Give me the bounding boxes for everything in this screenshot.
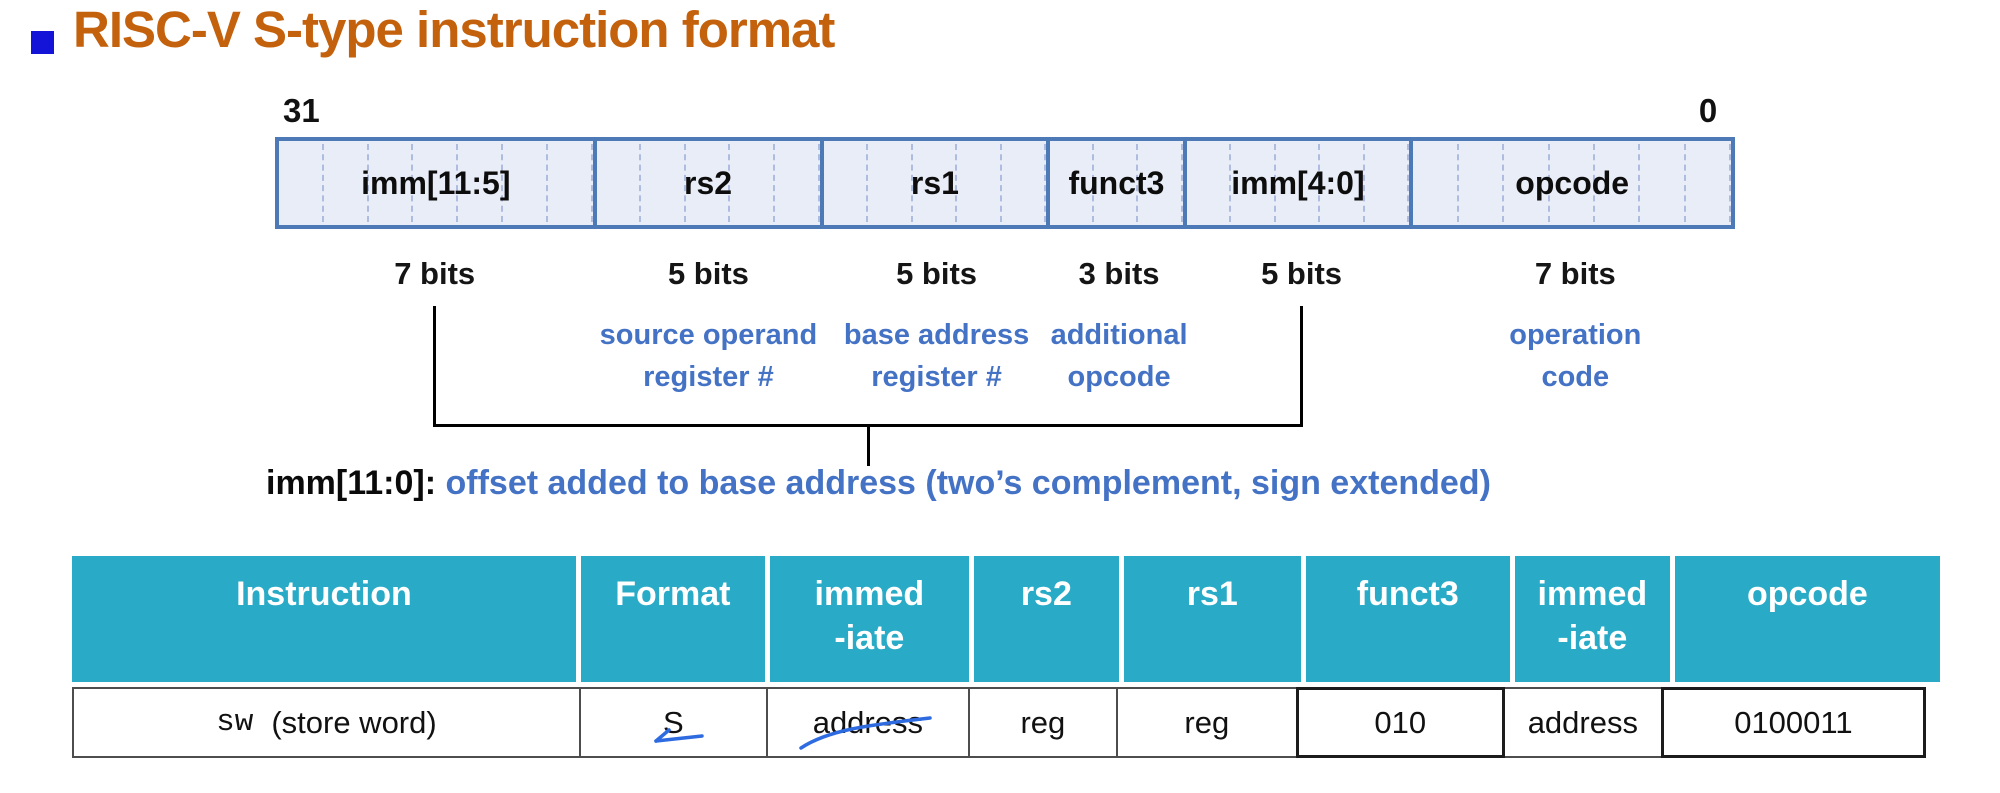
bit-cell xyxy=(1187,144,1232,222)
bit-index-0: 0 xyxy=(1698,92,1718,129)
header-cell-6: immed -iate xyxy=(1515,556,1675,682)
bit-cell xyxy=(1413,144,1459,222)
page-title: RISC-V S-type instruction format xyxy=(73,1,835,58)
header-cell-5: funct3 xyxy=(1306,556,1515,682)
header-cell-1: Format xyxy=(581,556,770,682)
imm-note-text: offset added to base address (two’s comp… xyxy=(436,464,1491,502)
imm-bracket-horizontal xyxy=(433,424,1304,427)
bitfield-field-5: opcode xyxy=(1413,141,1731,225)
bit-cell xyxy=(913,144,958,222)
row-cell-5: 010 xyxy=(1295,687,1505,758)
bitfield-field-1: rs2 xyxy=(597,141,824,225)
bitfield-field-2: rs1 xyxy=(824,141,1051,225)
field-desc-1: source operand register # xyxy=(599,319,818,393)
field-label-0: imm[11:5] xyxy=(361,164,511,201)
header-cell-2: immed -iate xyxy=(770,556,974,682)
bits-label-0: 7 bits xyxy=(394,256,476,291)
bit-cell xyxy=(548,144,593,222)
bits-label-5: 7 bits xyxy=(1534,256,1616,291)
field-desc-5: operation code xyxy=(1509,319,1642,393)
bit-cell xyxy=(1002,144,1047,222)
bit-cell xyxy=(413,144,459,222)
field-label-5: opcode xyxy=(1515,164,1630,201)
row-cell-instruction: sw (store word) xyxy=(72,687,581,758)
bit-cell xyxy=(1640,144,1686,222)
imm-bracket-stem xyxy=(866,427,870,466)
bits-label-4: 5 bits xyxy=(1261,256,1343,291)
header-cell-3: rs2 xyxy=(974,556,1124,682)
bit-index-31: 31 xyxy=(283,92,320,129)
field-label-4: imm[4:0] xyxy=(1231,164,1365,201)
imm-note: imm[11:0]: offset added to base address … xyxy=(266,464,1491,503)
bits-label-1: 5 bits xyxy=(667,256,749,291)
instruction-mnemonic: sw xyxy=(216,705,254,740)
bit-cell xyxy=(1138,144,1183,222)
bit-cell xyxy=(824,144,869,222)
bit-cell xyxy=(597,144,642,222)
bit-cell xyxy=(1459,144,1505,222)
field-label-1: rs2 xyxy=(684,164,733,201)
row-cell-6: address xyxy=(1502,687,1663,758)
field-desc-3: additional opcode xyxy=(1050,319,1188,393)
bit-cell xyxy=(324,144,369,222)
field-desc-2: base address register # xyxy=(843,319,1030,393)
imm-note-label: imm[11:0]: xyxy=(266,464,437,502)
row-cell-4: reg xyxy=(1115,687,1298,758)
bit-cell xyxy=(1595,144,1641,222)
bit-cell xyxy=(1365,144,1410,222)
imm-bracket-right-line xyxy=(1300,306,1304,424)
bit-cell xyxy=(1504,144,1550,222)
instruction-bitfield-diagram: imm[11:5] rs2 rs1 funct3 imm[4:0] opcode xyxy=(275,137,1735,229)
bitfield-field-3: funct3 xyxy=(1050,141,1187,225)
bit-cell xyxy=(503,144,548,222)
row-cell-2: address xyxy=(765,687,970,758)
bit-cell xyxy=(1276,144,1321,222)
bit-cell xyxy=(1094,144,1139,222)
bit-cell xyxy=(458,144,503,222)
bits-label-3: 3 bits xyxy=(1078,256,1160,291)
row-cell-7: 0100011 xyxy=(1660,687,1926,758)
bitfield-field-4: imm[4:0] xyxy=(1187,141,1414,225)
bit-cell xyxy=(686,144,731,222)
bits-label-2: 5 bits xyxy=(896,256,978,291)
bit-cell xyxy=(775,144,820,222)
bullet-square-icon xyxy=(31,31,54,54)
instruction-description: (store word) xyxy=(271,704,437,740)
header-cell-7: opcode xyxy=(1746,575,1868,613)
header-cell-0: Instruction xyxy=(72,556,581,682)
bit-cell xyxy=(1320,144,1365,222)
bit-cell xyxy=(369,144,414,222)
bit-cell xyxy=(1050,144,1095,222)
bit-cell xyxy=(868,144,913,222)
bit-cell xyxy=(957,144,1002,222)
row-cell-1: S xyxy=(578,687,768,758)
field-label-2: rs1 xyxy=(910,164,959,201)
bit-cell xyxy=(641,144,686,222)
field-label-3: funct3 xyxy=(1068,164,1165,201)
imm-bracket-left-line xyxy=(433,306,437,424)
bit-cell xyxy=(1550,144,1595,222)
bitfield-field-0: imm[11:5] xyxy=(279,141,597,225)
bit-cell xyxy=(1686,144,1731,222)
bit-cell xyxy=(279,144,324,222)
header-cell-4: rs1 xyxy=(1124,556,1306,682)
row-cell-3: reg xyxy=(967,687,1118,758)
bit-cell xyxy=(1231,144,1276,222)
bit-cell xyxy=(730,144,775,222)
